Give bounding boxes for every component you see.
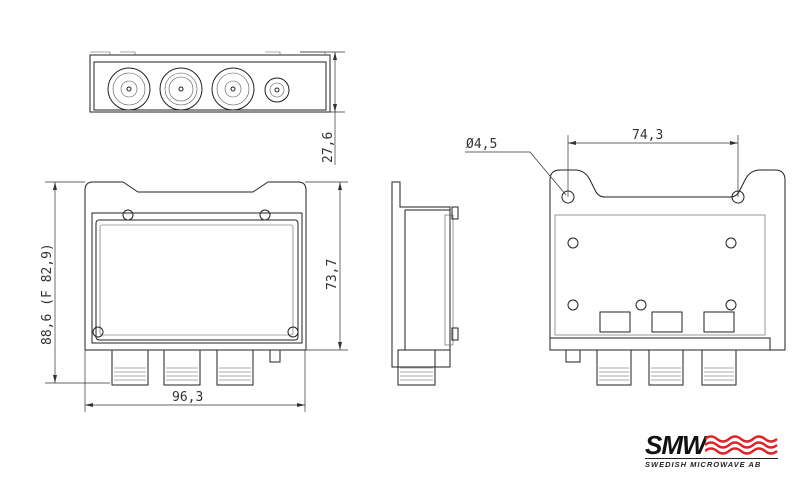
- front-view: [45, 181, 348, 412]
- dim-hole-spacing: 74,3: [632, 128, 663, 143]
- connector-top-1: [107, 67, 151, 111]
- smw-logo: SMW SWEDISH MICROWAVE AB: [645, 432, 785, 469]
- dim-top-height: 27,6: [321, 132, 336, 163]
- dim-body-height: 73,7: [325, 259, 340, 290]
- dim-hole-diameter: Ø4,5: [466, 137, 497, 152]
- side-view: [391, 181, 459, 386]
- logo-subtitle: SWEDISH MICROWAVE AB: [645, 458, 778, 469]
- connector-top-2: [159, 67, 203, 111]
- back-view: [465, 135, 786, 386]
- dim-width: 96,3: [172, 390, 203, 405]
- dim-overall-height: 88,6 (F 82,9): [40, 243, 55, 345]
- wave-icon: [705, 435, 778, 455]
- connector-top-4: [264, 77, 290, 103]
- logo-name: SMW: [645, 430, 707, 460]
- top-view: [89, 51, 345, 165]
- connectors-front: [111, 349, 281, 386]
- connector-top-3: [211, 67, 255, 111]
